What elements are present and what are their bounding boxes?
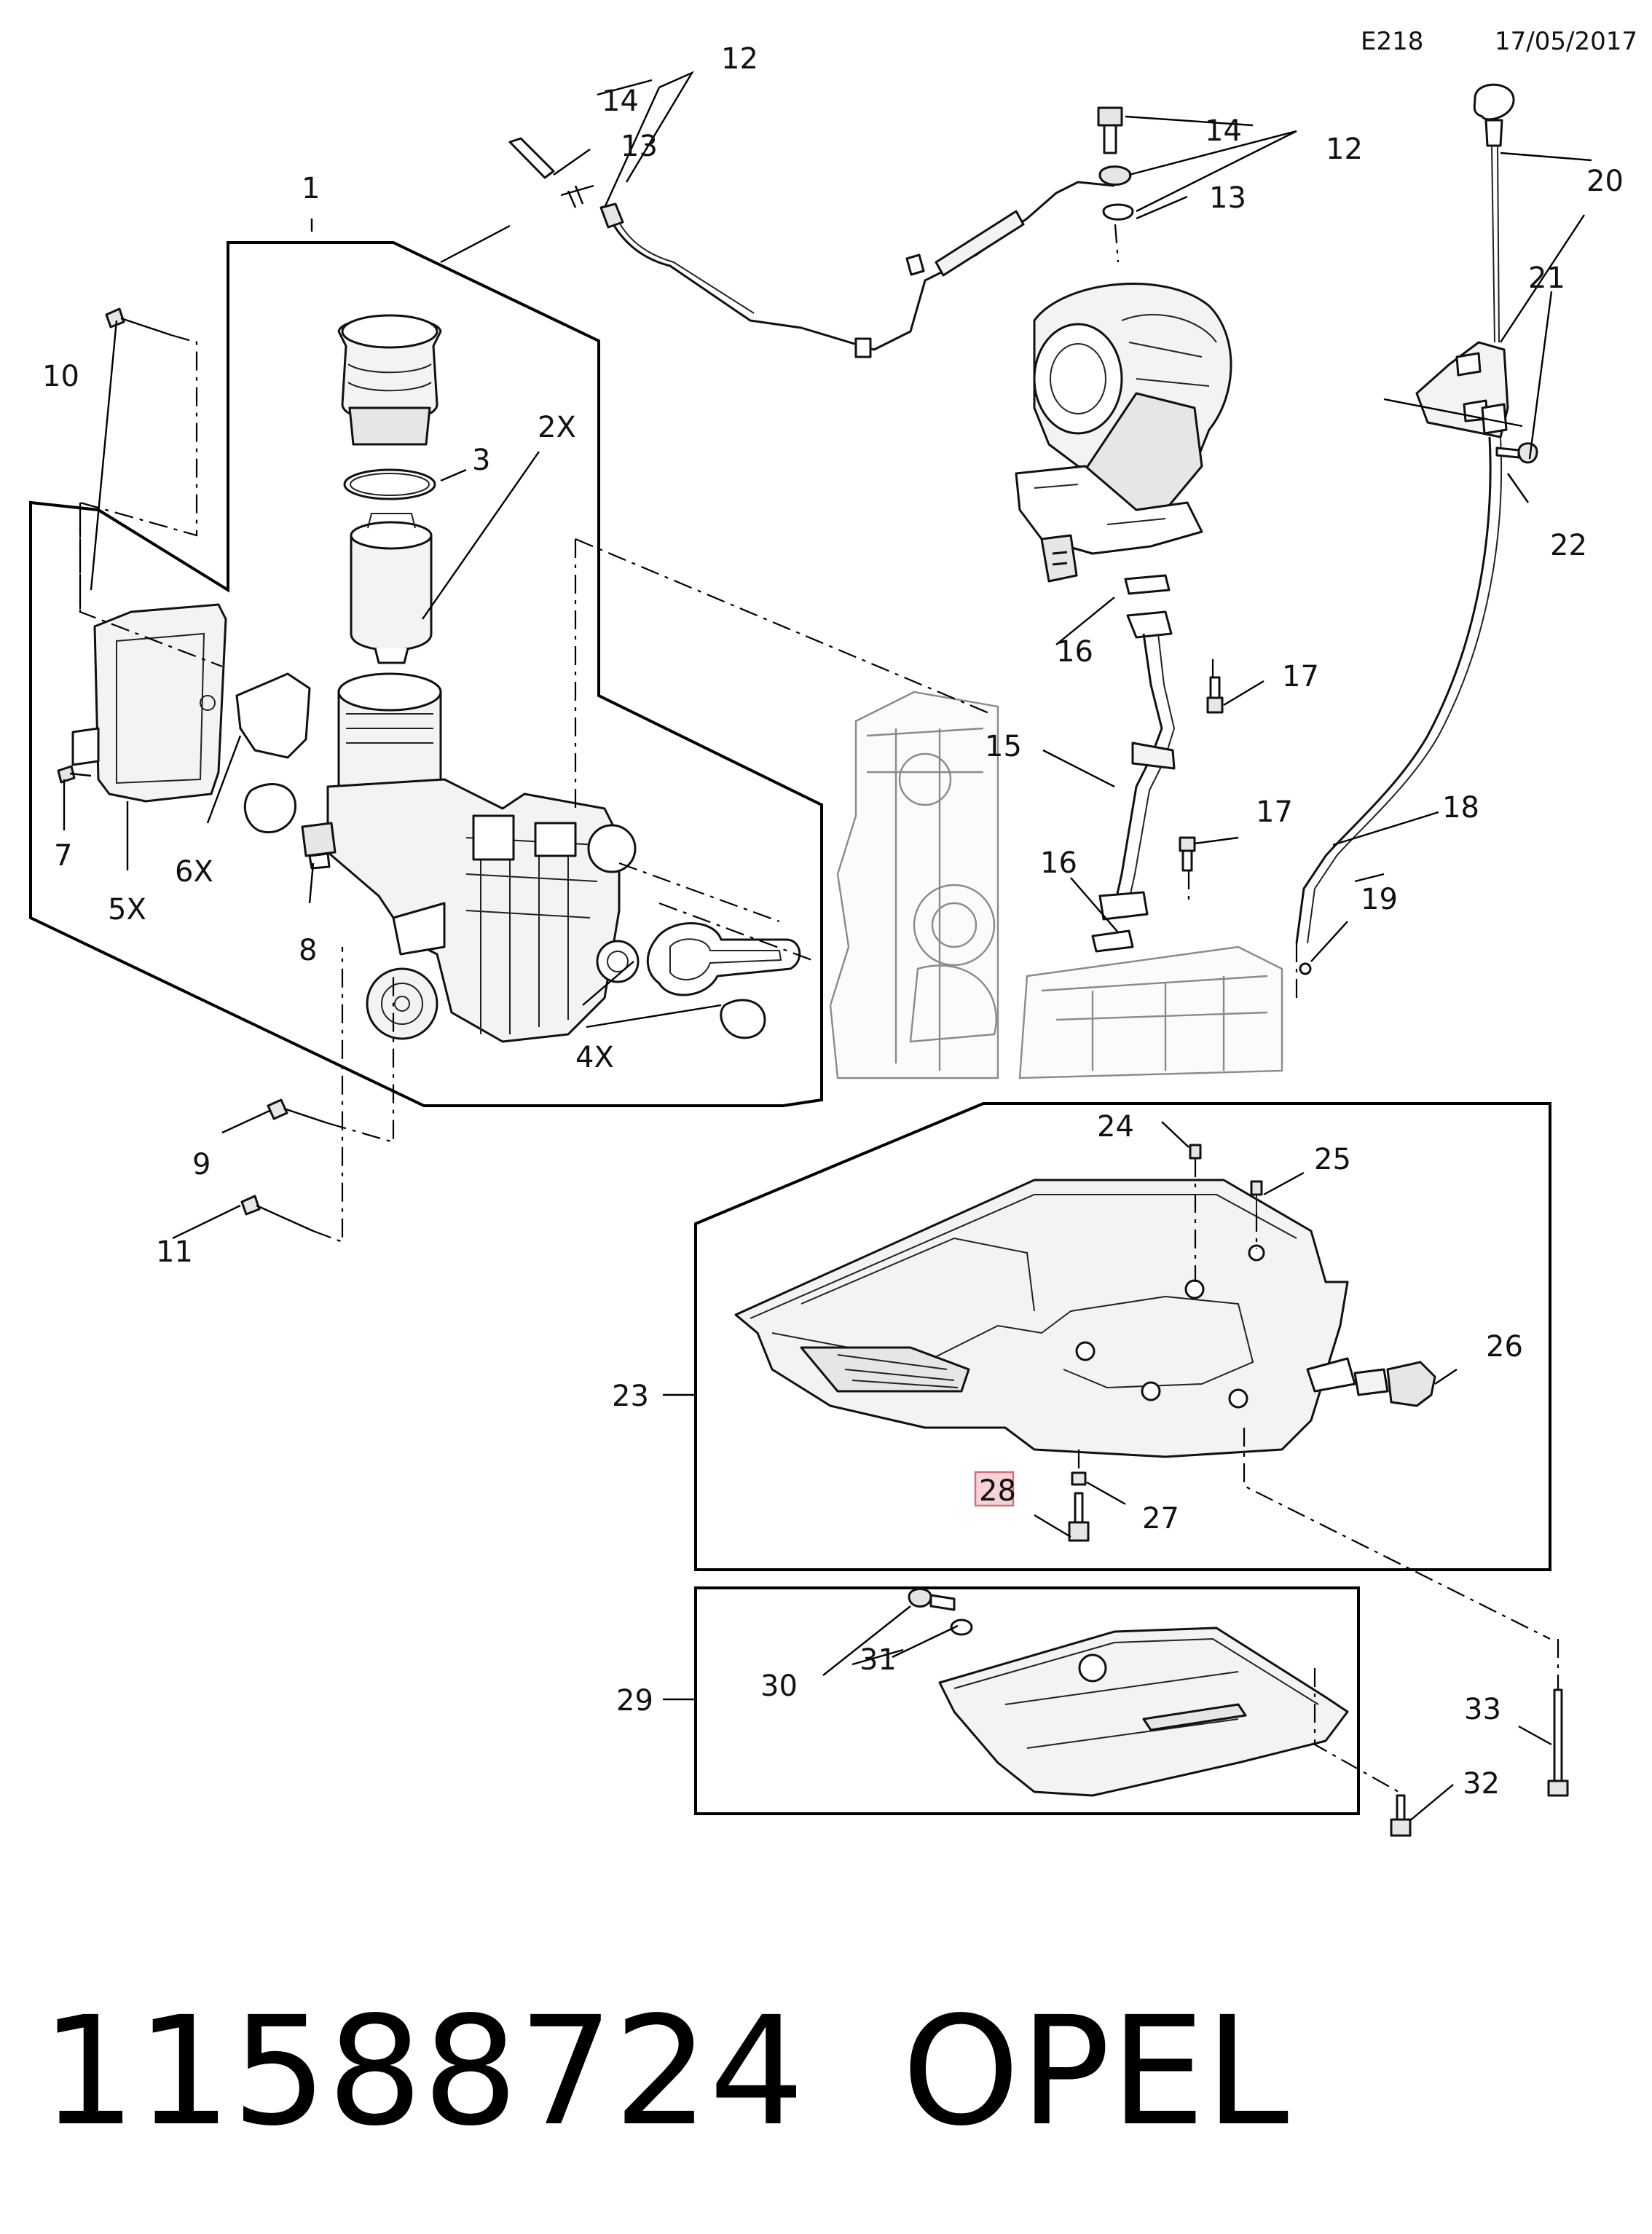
callout-2x[interactable]: 2X (538, 411, 576, 444)
oil-pressure-sensor (301, 822, 337, 870)
brand-name: OPEL (902, 1984, 1289, 2159)
callout-32[interactable]: 32 (1463, 1767, 1500, 1801)
bolt-11 (240, 1195, 314, 1232)
part-number: 11588724 (41, 1984, 805, 2159)
callout-12-left[interactable]: 12 (721, 42, 758, 76)
callout-27[interactable]: 27 (1142, 1502, 1179, 1535)
oil-filter-module-body (326, 778, 640, 1043)
callout-17-lower[interactable]: 17 (1256, 795, 1293, 829)
callout-25[interactable]: 25 (1314, 1143, 1351, 1176)
turbocharger (1015, 283, 1232, 583)
highlight-box-28 (974, 1471, 1015, 1507)
bolt-27 (1071, 1471, 1087, 1486)
stud-25 (1250, 1180, 1263, 1213)
bolt-28 (1068, 1492, 1090, 1542)
callout-14-left[interactable]: 14 (602, 84, 639, 118)
bolt-33 (1547, 1688, 1569, 1797)
callout-21[interactable]: 21 (1528, 261, 1565, 295)
bolt-32 (1390, 1794, 1412, 1837)
callout-30[interactable]: 30 (760, 1669, 798, 1703)
drain-plug-30-31 (908, 1588, 973, 1636)
dipstick (1473, 83, 1515, 343)
callout-16-lower[interactable]: 16 (1040, 846, 1077, 880)
callout-29[interactable]: 29 (616, 1684, 653, 1718)
callout-3[interactable]: 3 (472, 444, 490, 477)
stud-24 (1189, 1144, 1202, 1160)
callout-20[interactable]: 20 (1586, 165, 1624, 198)
callout-17-upper[interactable]: 17 (1282, 660, 1319, 693)
oil-cooler (71, 603, 227, 803)
bolt-17-lower (1179, 836, 1196, 872)
callout-19[interactable]: 19 (1361, 883, 1398, 916)
callout-labels: 1 2X 3 4X 5X 6X 7 8 9 10 11 12 12 13 13 … (42, 42, 1624, 1801)
module-gaskets (646, 922, 801, 1039)
bolt-22 (1495, 442, 1538, 464)
oil-pan-upper (734, 1179, 1349, 1458)
callout-7[interactable]: 7 (54, 839, 72, 873)
callout-18[interactable]: 18 (1442, 791, 1479, 825)
callout-31[interactable]: 31 (860, 1643, 897, 1677)
filter-element (350, 513, 433, 664)
filter-housing (337, 672, 442, 795)
callout-14-right[interactable]: 14 (1205, 114, 1242, 148)
callout-16-upper[interactable]: 16 (1056, 635, 1093, 669)
leader-lines (63, 71, 1592, 1822)
callout-28[interactable]: 28 (979, 1474, 1016, 1508)
callout-26[interactable]: 26 (1486, 1330, 1523, 1364)
callout-6x[interactable]: 6X (175, 855, 213, 889)
cooler-gaskets (235, 672, 311, 834)
diagram-date: 17/05/2017 (1495, 27, 1637, 56)
callout-23[interactable]: 23 (612, 1380, 649, 1413)
mounting-pulley (366, 967, 438, 1040)
diagram-code: E218 (1361, 27, 1423, 56)
dipstick-bracket (1415, 341, 1509, 438)
banjo-bolt-14-top (1097, 106, 1134, 221)
bolt-7 (57, 765, 92, 784)
callout-33[interactable]: 33 (1464, 1693, 1501, 1726)
callout-13-left[interactable]: 13 (621, 130, 658, 163)
callout-12-right[interactable]: 12 (1326, 133, 1363, 166)
callout-11[interactable]: 11 (156, 1235, 193, 1269)
oil-level-sensor-26 (1306, 1357, 1436, 1407)
callout-15[interactable]: 15 (985, 730, 1022, 763)
callout-4x[interactable]: 4X (575, 1041, 614, 1074)
callout-1[interactable]: 1 (302, 172, 320, 205)
dipstick-tube (1295, 436, 1503, 975)
callout-9[interactable]: 9 (192, 1148, 211, 1181)
callout-8[interactable]: 8 (299, 934, 317, 967)
bolt-9 (267, 1098, 329, 1125)
callout-22[interactable]: 22 (1550, 529, 1587, 562)
turbo-oil-feed-pipe (508, 137, 1115, 358)
oil-filter-cap (337, 314, 442, 446)
oil-pan-lower (938, 1627, 1349, 1797)
callout-5x[interactable]: 5X (108, 893, 146, 927)
callout-13-right[interactable]: 13 (1209, 181, 1246, 215)
bolt-17-upper (1206, 676, 1224, 714)
filter-o-ring (343, 468, 436, 500)
bolt-10 (105, 307, 172, 337)
callout-10[interactable]: 10 (42, 360, 79, 393)
oil-pan-lower-frame (694, 1586, 1360, 1815)
turbo-oil-return-pipe (1091, 574, 1176, 953)
callout-24[interactable]: 24 (1097, 1110, 1134, 1144)
oil-pan-upper-frame (694, 1102, 1551, 1571)
engine-block-ghost (829, 691, 1283, 1079)
